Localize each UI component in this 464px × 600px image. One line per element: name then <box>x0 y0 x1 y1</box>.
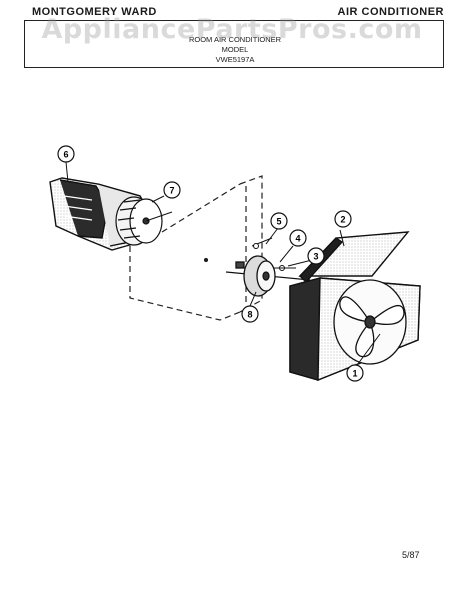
callout-1: 1 <box>346 364 364 382</box>
title-line-1: ROOM AIR CONDITIONER <box>188 35 282 44</box>
callout-6: 6 <box>57 145 75 163</box>
callout-1-label: 1 <box>352 369 357 379</box>
callout-6-label: 6 <box>63 150 68 160</box>
callout-2: 2 <box>334 210 352 228</box>
callout-4: 4 <box>289 229 307 247</box>
callout-5: 5 <box>270 212 288 230</box>
blower-housing <box>49 177 153 251</box>
leader-lines <box>65 161 381 373</box>
footer-date: 5/87 <box>402 550 420 560</box>
callout-7-label: 7 <box>169 186 174 196</box>
title-lines: ROOM AIR CONDITIONER MODEL VWE5197A <box>175 35 295 65</box>
header-row: MONTGOMERY WARD AIR CONDITIONER <box>24 6 444 22</box>
condenser-fan-blade <box>333 279 407 365</box>
mounting-frame <box>129 175 263 321</box>
callout-8: 8 <box>241 305 259 323</box>
title-line-2: MODEL <box>221 45 249 54</box>
callout-7: 7 <box>163 181 181 199</box>
category-name: AIR CONDITIONER <box>337 6 444 18</box>
blower-wheel <box>115 196 173 246</box>
callout-3: 3 <box>307 247 325 265</box>
title-box: ROOM AIR CONDITIONER MODEL VWE5197A <box>24 20 444 68</box>
fan-motor <box>225 255 311 297</box>
callout-5-label: 5 <box>276 217 281 227</box>
fasteners <box>204 237 296 271</box>
title-line-3: VWE5197A <box>215 55 255 64</box>
callout-4-label: 4 <box>295 234 300 244</box>
callout-8-label: 8 <box>247 310 252 320</box>
brand-name: MONTGOMERY WARD <box>32 6 157 18</box>
callout-3-label: 3 <box>313 252 318 262</box>
callout-2-label: 2 <box>340 215 345 225</box>
